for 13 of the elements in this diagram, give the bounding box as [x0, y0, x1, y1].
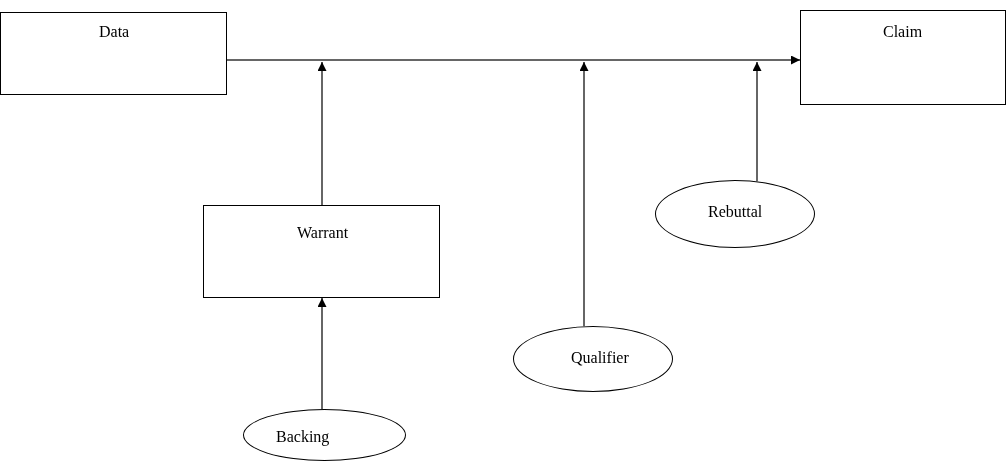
arrow — [317, 297, 327, 410]
node-label: Claim — [883, 23, 923, 41]
node-label: Data — [99, 23, 130, 41]
process-box — [203, 205, 440, 298]
node-label: Backing — [276, 428, 330, 446]
process-box — [0, 12, 227, 95]
node-label: Qualifier — [571, 349, 629, 367]
arrow — [226, 55, 801, 65]
node-label: Warrant — [297, 224, 349, 242]
node-label: Rebuttal — [708, 203, 763, 221]
process-box — [800, 10, 1006, 105]
arrow — [317, 61, 327, 206]
arrow — [579, 61, 589, 327]
